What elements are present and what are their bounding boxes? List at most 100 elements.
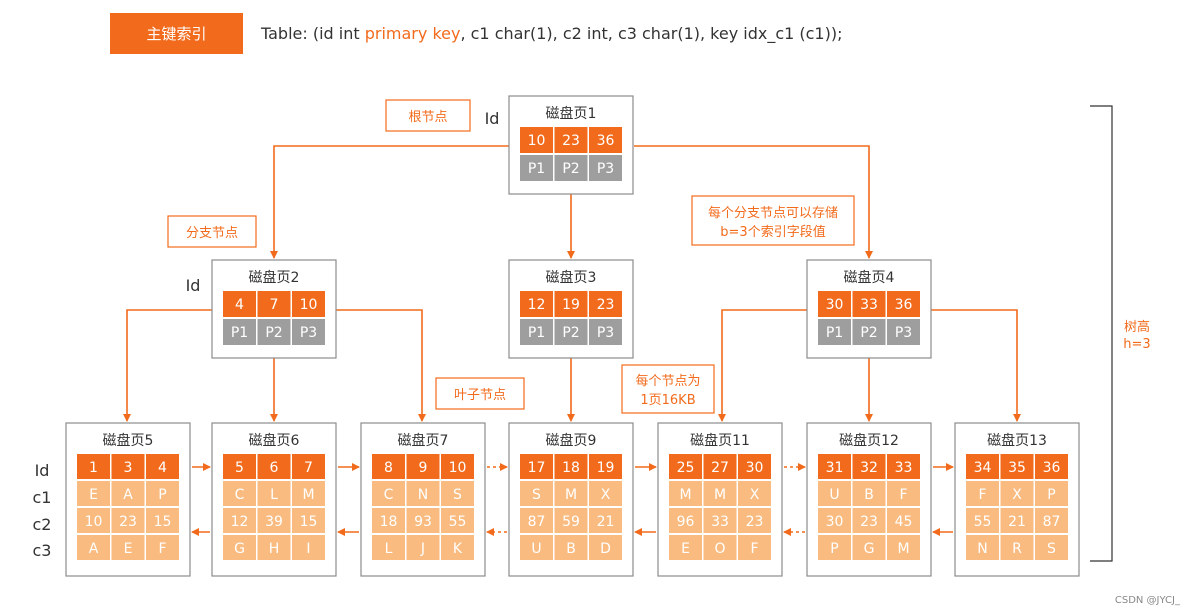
disk-page-leaf-cell (441, 508, 474, 533)
disk-pages: 磁盘页110P123P236P3磁盘页24P17P210P3磁盘页312P119… (65, 95, 1080, 577)
disk-page-leaf-cell (966, 508, 999, 533)
disk-page-branch-pointer-cell (257, 319, 291, 345)
disk-page-branch-pointer-cell (852, 319, 886, 345)
disk-page-leaf-cell (1035, 454, 1068, 479)
watermark: CSDN @JYCJ_ (1115, 595, 1181, 606)
disk-page-leaf-value: M (679, 487, 691, 503)
disk-page-leaf-value: 3 (124, 460, 133, 476)
disk-page-leaf-value: 36 (1043, 460, 1061, 476)
disk-page-branch-title: 磁盘页3 (546, 269, 597, 286)
disk-page-leaf-title: 磁盘页12 (839, 432, 899, 449)
disk-page-leaf-cell (441, 454, 474, 479)
disk-page-leaf-cell (292, 481, 325, 506)
disk-page-leaf-value: 6 (270, 460, 279, 476)
disk-page-leaf-cell (111, 481, 145, 506)
disk-page-leaf-value: E (681, 541, 690, 557)
disk-page-root-pointer: P1 (528, 161, 545, 177)
disk-page-leaf-cell (703, 454, 737, 479)
disk-page-leaf-value: 30 (826, 514, 844, 530)
disk-page-branch-key: 33 (860, 297, 878, 313)
disk-page-leaf-cell (818, 454, 851, 479)
disk-page-branch-key-cell (257, 291, 291, 317)
disk-page-leaf-cell (441, 535, 474, 560)
disk-page-leaf-cell (257, 535, 291, 560)
disk-page-leaf-title: 磁盘页11 (690, 432, 750, 449)
disk-page-leaf-value: P (1047, 487, 1055, 503)
disk-page-branch-pointer-cell (554, 319, 588, 345)
disk-page-leaf-value: N (418, 487, 428, 503)
disk-page-leaf-cell (292, 535, 325, 560)
disk-page-leaf-cell (441, 481, 474, 506)
disk-page-leaf-value: P (830, 541, 838, 557)
disk-page-leaf-value: 33 (895, 460, 913, 476)
disk-page-branch-key-cell (589, 291, 622, 317)
disk-page-leaf-value: 19 (597, 460, 615, 476)
disk-page-leaf-cell (589, 508, 622, 533)
leaf-row-label-c1: c1 (33, 488, 52, 507)
disk-page-branch-key: 19 (562, 297, 580, 313)
disk-page-leaf-value: 93 (414, 514, 432, 530)
disk-page-leaf-cell (589, 454, 622, 479)
arrow-page4-to-page11 (718, 309, 807, 422)
disk-page-root-pointer: P2 (562, 161, 579, 177)
disk-page-leaf-value: D (600, 541, 611, 557)
disk-page-leaf-value: 59 (562, 514, 580, 530)
arrow-root-to-page2 (270, 145, 509, 259)
disk-page-leaf-cell (669, 454, 702, 479)
disk-page-leaf-value: S (453, 487, 462, 503)
disk-page-leaf-cell (406, 481, 440, 506)
disk-page-leaf-value: 9 (419, 460, 428, 476)
disk-page-leaf-cell (738, 481, 771, 506)
disk-page-leaf-cell (589, 535, 622, 560)
disk-page-leaf-cell (257, 454, 291, 479)
disk-page-branch-key: 30 (826, 297, 844, 313)
disk-page-leaf-value: 10 (85, 514, 103, 530)
disk-page-leaf-value: 34 (974, 460, 992, 476)
tree-height-value: h=3 (1123, 337, 1150, 352)
disk-page-leaf-value: L (270, 487, 278, 503)
disk-page-leaf-cell (77, 535, 110, 560)
tree-height-bracket (1090, 105, 1113, 562)
root-node-label-box (385, 99, 471, 132)
disk-page-leaf-value: 21 (597, 514, 615, 530)
disk-page-leaf-cell (966, 535, 999, 560)
disk-page-branch-key-cell (223, 291, 256, 317)
disk-page-leaf-value: 21 (1008, 514, 1026, 530)
disk-page-leaf-cell (554, 454, 588, 479)
disk-page-branch-pointer: P1 (528, 325, 545, 341)
disk-page-branch-key: 23 (597, 297, 615, 313)
disk-page-leaf-value: 33 (711, 514, 729, 530)
disk-page-root-key: 36 (597, 133, 615, 149)
disk-page-branch-pointer-cell (292, 319, 325, 345)
disk-page-leaf-cell (887, 481, 920, 506)
disk-page-leaf-value: 23 (860, 514, 878, 530)
disk-page-leaf-cell (669, 481, 702, 506)
disk-page-leaf-cell (1000, 535, 1034, 560)
disk-page-leaf-value: 35 (1008, 460, 1026, 476)
disk-page-root-key: 23 (562, 133, 580, 149)
disk-page-branch-key-cell (852, 291, 886, 317)
disk-page-branch-pointer: P1 (826, 325, 843, 341)
disk-page-leaf-value: B (864, 487, 874, 503)
disk-page-branch-pointer: P3 (597, 325, 614, 341)
disk-page-leaf-value: 27 (711, 460, 729, 476)
disk-page-leaf-value: U (829, 487, 839, 503)
leaf-row-label-c2: c2 (33, 515, 52, 534)
disk-page-leaf-cell (77, 481, 110, 506)
disk-page-leaf-cell (372, 481, 405, 506)
disk-page-root-pointer-cell (554, 155, 588, 181)
disk-page-branch-key: 4 (235, 297, 244, 313)
disk-page-leaf-value: 1 (89, 460, 98, 476)
disk-page-leaf-value: 87 (1043, 514, 1061, 530)
disk-page-leaf-cell (1000, 508, 1034, 533)
disk-page-leaf-value: 23 (746, 514, 764, 530)
badge-label: 主键索引 (146, 25, 206, 43)
disk-page-leaf-title: 磁盘页9 (546, 432, 597, 449)
disk-page-leaf-cell (292, 454, 325, 479)
